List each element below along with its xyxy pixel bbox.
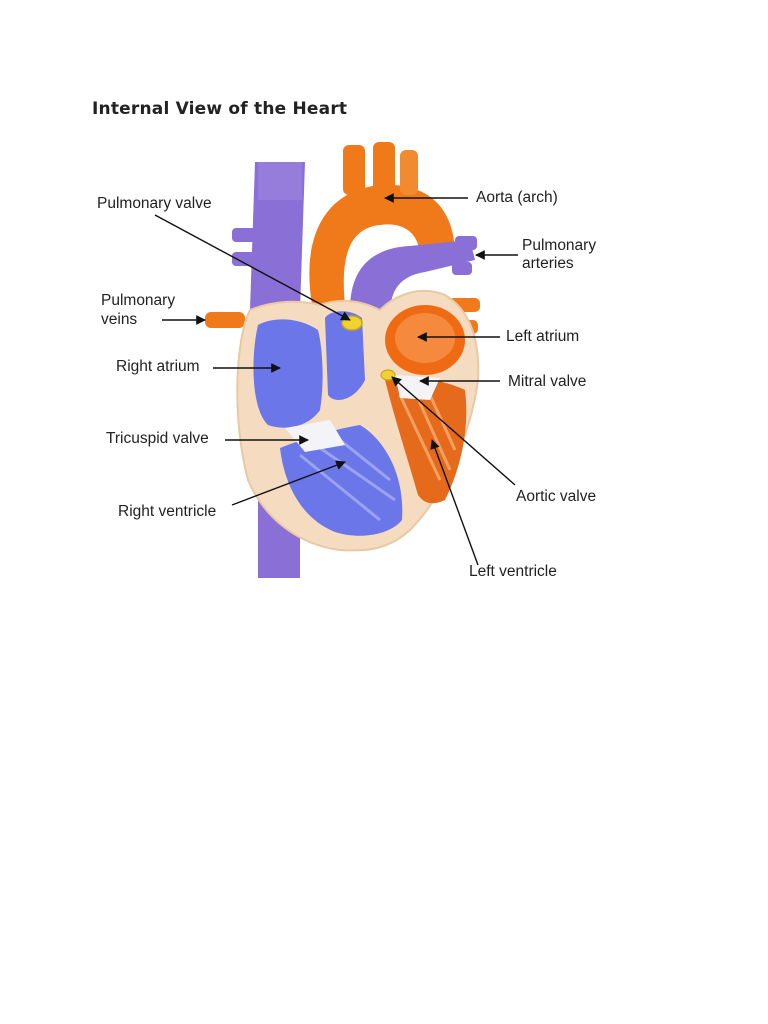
leader-aortic-valve	[391, 376, 516, 486]
label-pulmonary-valve: Pulmonary valve	[97, 195, 212, 212]
aortic-branch-1	[343, 145, 365, 195]
label-right-ventricle: Right ventricle	[118, 503, 217, 520]
right-ventricle-chamber	[280, 425, 403, 536]
leader-pulmonary-valve	[154, 214, 351, 321]
label-pulmonary-veins-line2: veins	[101, 311, 138, 328]
label-pulmonary-arteries-line1: Pulmonary	[522, 237, 597, 254]
label-left-atrium: Left atrium	[506, 328, 580, 345]
left-branch-vessel	[232, 228, 260, 242]
aortic-branch-3	[400, 150, 418, 195]
label-pulmonary-veins-line1: Pulmonary	[101, 292, 176, 309]
label-mitral-valve: Mitral valve	[508, 373, 587, 390]
label-pulmonary-arteries-line2: arteries	[522, 255, 574, 272]
label-aorta-arch: Aorta (arch)	[476, 189, 558, 206]
diagram-title: Internal View of the Heart	[92, 99, 348, 119]
pulmonary-vein-left	[205, 312, 245, 328]
pulmonary-artery	[350, 240, 475, 315]
label-left-ventricle: Left ventricle	[469, 563, 557, 580]
aorta-arch	[309, 184, 455, 305]
leader-right-ventricle	[231, 460, 346, 506]
right-atrium-chamber	[253, 319, 323, 428]
aortic-branch-2	[373, 142, 395, 192]
label-right-atrium: Right atrium	[116, 358, 200, 375]
label-tricuspid-valve: Tricuspid valve	[106, 430, 209, 447]
label-aortic-valve: Aortic valve	[516, 488, 597, 505]
leader-left-ventricle	[430, 439, 479, 566]
